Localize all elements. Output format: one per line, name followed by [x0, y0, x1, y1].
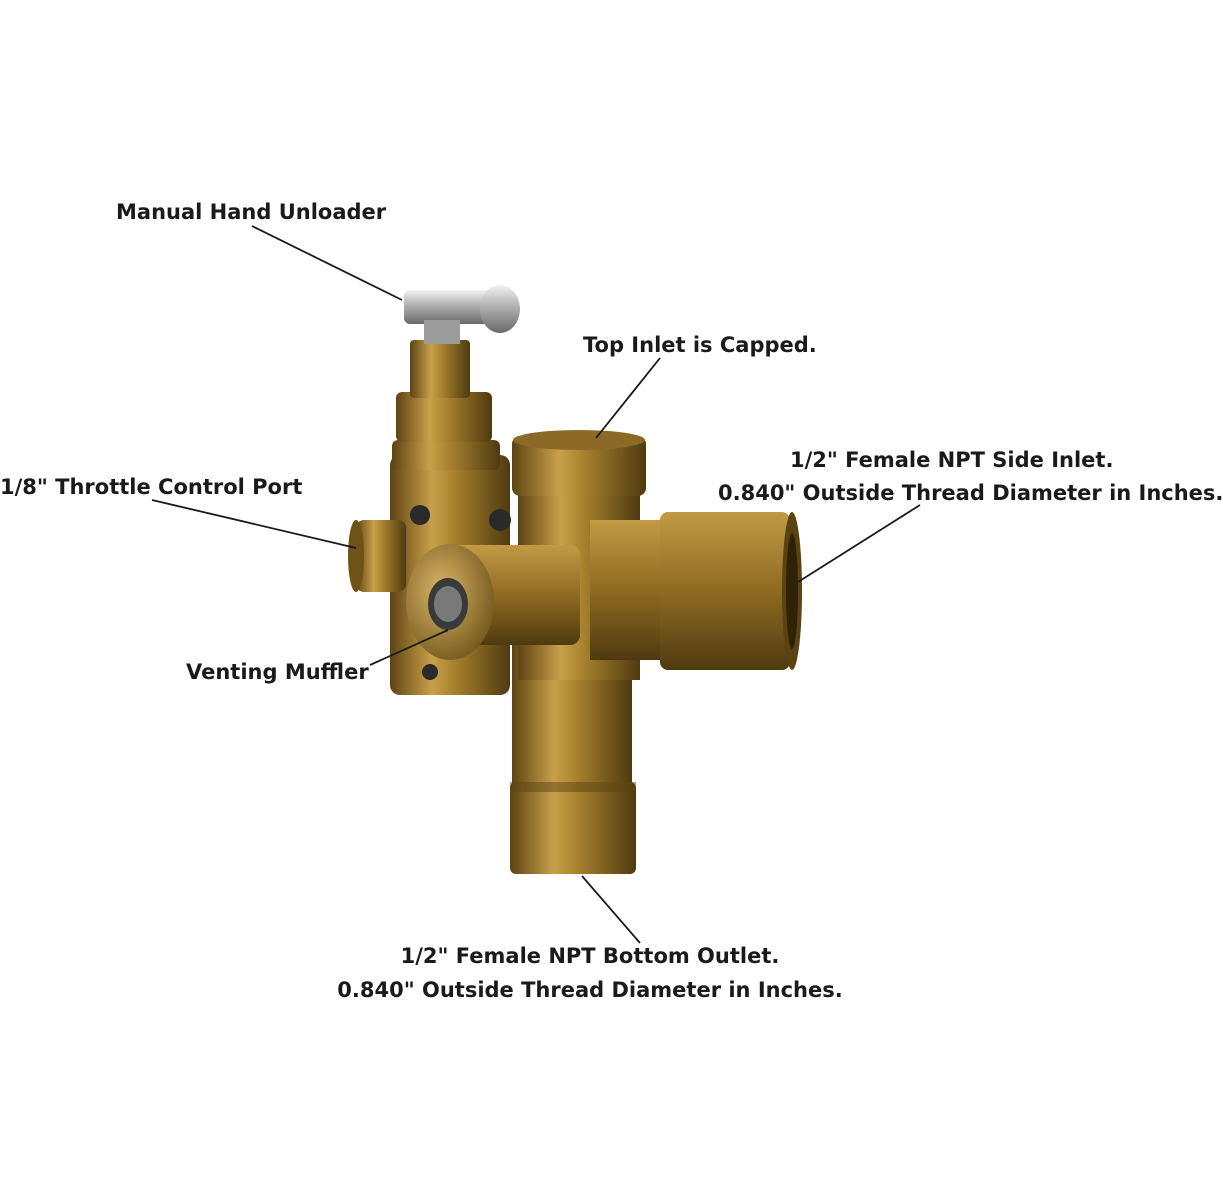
label-throttle-control-port: 1/8" Throttle Control Port: [0, 475, 303, 499]
label-venting-muffler: Venting Muffler: [186, 660, 369, 684]
label-side-inlet-line2: 0.840" Outside Thread Diameter in Inches…: [718, 481, 1223, 505]
leader-venting-muffler: [369, 629, 449, 666]
label-bottom-outlet-line2: 0.840" Outside Thread Diameter in Inches…: [337, 978, 843, 1002]
leader-manual-hand-unloader: [251, 225, 403, 301]
leader-bottom-outlet: [581, 875, 641, 944]
screw-fittings: [410, 505, 511, 680]
manual-hand-unloader: [404, 285, 520, 344]
label-bottom-outlet-line1: 1/2" Female NPT Bottom Outlet.: [400, 944, 780, 968]
venting-muffler: [406, 544, 580, 660]
label-side-inlet-line1: 1/2" Female NPT Side Inlet.: [790, 448, 1114, 472]
side-inlet: [590, 512, 802, 670]
unloader-stem: [392, 340, 500, 470]
label-top-inlet: Top Inlet is Capped.: [583, 333, 817, 357]
label-manual-hand-unloader: Manual Hand Unloader: [116, 200, 387, 224]
leader-top-inlet: [595, 357, 661, 439]
leader-throttle-port: [151, 499, 357, 549]
leader-side-inlet: [797, 504, 921, 583]
